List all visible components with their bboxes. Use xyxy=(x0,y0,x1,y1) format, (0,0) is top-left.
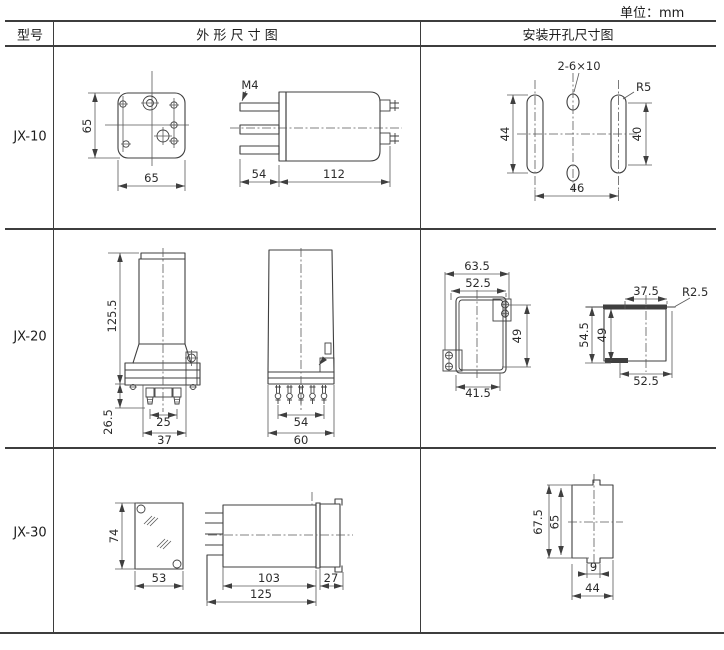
glass-glint-mark xyxy=(143,515,159,527)
mounting-cutout-outline xyxy=(571,479,614,564)
jx20-section-h1-dim: 54.5 xyxy=(577,322,591,348)
jx20-mounting-panel-drawing: 63.5 52.5 49 41.5 xyxy=(442,259,531,400)
jx10-side-body-dim: 112 xyxy=(323,167,345,181)
jx10-side-view-drawing: M4 54 112 xyxy=(230,78,402,187)
relay-front-window xyxy=(134,502,184,570)
jx10-front-width-dim: 65 xyxy=(144,171,159,185)
table-row-divider-1 xyxy=(5,228,716,230)
table-header-divider xyxy=(5,45,716,47)
jx30-mount-h1-dim: 67.5 xyxy=(531,509,545,535)
jx20-section-w2-dim: 52.5 xyxy=(633,374,659,388)
jx30-side-body-dim: 103 xyxy=(258,571,280,585)
jx10-front-view-drawing: 65 65 xyxy=(80,71,189,191)
relay-base-plate xyxy=(117,92,186,159)
jx30-side-flange-dim: 27 xyxy=(324,571,339,585)
jx20-front-base-width-dim: 37 xyxy=(157,433,172,447)
jx20-front-view-drawing: 125.5 26.5 25 37 xyxy=(101,248,201,447)
table-border-bottom xyxy=(0,632,724,634)
jx20-section-w1-dim: 37.5 xyxy=(633,284,659,298)
jx10-mount-h-dim: 46 xyxy=(570,181,585,195)
jx20-panel-w2-dim: 52.5 xyxy=(465,276,491,290)
cover-screw-top xyxy=(136,504,146,514)
jx20-panel-w3-dim: 41.5 xyxy=(465,386,491,400)
panel-flange-section xyxy=(603,304,667,309)
jx10-mounting-drawing: 2-6×10 R5 44 40 46 xyxy=(498,59,652,201)
jx30-mount-notch-dim: 9 xyxy=(590,560,597,574)
relay-body-outline xyxy=(285,91,381,162)
jx20-side-view-drawing: 54 60 xyxy=(267,248,335,447)
table-col-divider-2 xyxy=(420,20,422,633)
unit-note: 单位：mm xyxy=(620,6,685,21)
jx20-front-pin-span-dim: 25 xyxy=(156,415,171,429)
jx10-front-height-dim: 65 xyxy=(80,119,94,134)
jx30-mount-h2-dim: 65 xyxy=(548,515,562,530)
model-jx20: JX-20 xyxy=(13,329,47,345)
jx30-front-width-dim: 53 xyxy=(152,571,167,585)
jx10-radius-note: R5 xyxy=(636,80,651,94)
jx10-side-front-dim: 54 xyxy=(252,167,267,181)
mounting-cutout xyxy=(455,296,507,374)
jx20-side-outer-dim: 60 xyxy=(294,433,309,447)
table-row-divider-2 xyxy=(5,447,716,449)
jx30-front-height-dim: 74 xyxy=(107,529,121,544)
table-col-divider-1 xyxy=(53,20,55,633)
jx30-side-view-drawing: 103 27 125 xyxy=(205,492,353,606)
model-jx30: JX-30 xyxy=(13,525,47,541)
jx30-front-view-drawing: 74 53 xyxy=(107,502,184,590)
header-model: 型号 xyxy=(16,28,44,44)
jx30-mounting-drawing: 67.5 65 9 44 xyxy=(531,474,623,600)
header-outline: 外 形 尺 寸 图 xyxy=(196,28,278,44)
model-jx10: JX-10 xyxy=(13,129,47,145)
relay-cover xyxy=(138,258,186,345)
table-border-top xyxy=(5,20,716,22)
terminal-pins xyxy=(205,512,223,546)
jx20-section-radius-note: R2.5 xyxy=(682,285,708,299)
header-mounting: 安装开孔尺寸图 xyxy=(522,28,614,44)
jx10-thread-label: M4 xyxy=(241,78,258,92)
jx20-front-height-dim: 125.5 xyxy=(105,300,119,333)
jx10-holes-note: 2-6×10 xyxy=(557,59,600,73)
jx20-mounting-section-drawing: 37.5 R2.5 54.5 49 52.5 xyxy=(577,284,708,388)
cover-screw-bottom xyxy=(172,559,182,569)
jx30-mount-width-dim: 44 xyxy=(585,581,600,595)
glass-glint-mark xyxy=(156,538,172,550)
jx20-panel-w1-dim: 63.5 xyxy=(464,259,490,273)
jx10-mount-v2-dim: 40 xyxy=(630,127,644,142)
jx30-side-total-dim: 125 xyxy=(250,587,272,601)
jx20-section-h2-dim: 49 xyxy=(595,328,609,343)
jx10-mount-v-dim: 44 xyxy=(498,127,512,142)
jx20-front-base-height-dim: 26.5 xyxy=(101,409,115,435)
jx20-side-inner-dim: 54 xyxy=(294,415,309,429)
jx20-panel-h-dim: 49 xyxy=(510,329,524,344)
relay-body-side xyxy=(222,504,317,568)
